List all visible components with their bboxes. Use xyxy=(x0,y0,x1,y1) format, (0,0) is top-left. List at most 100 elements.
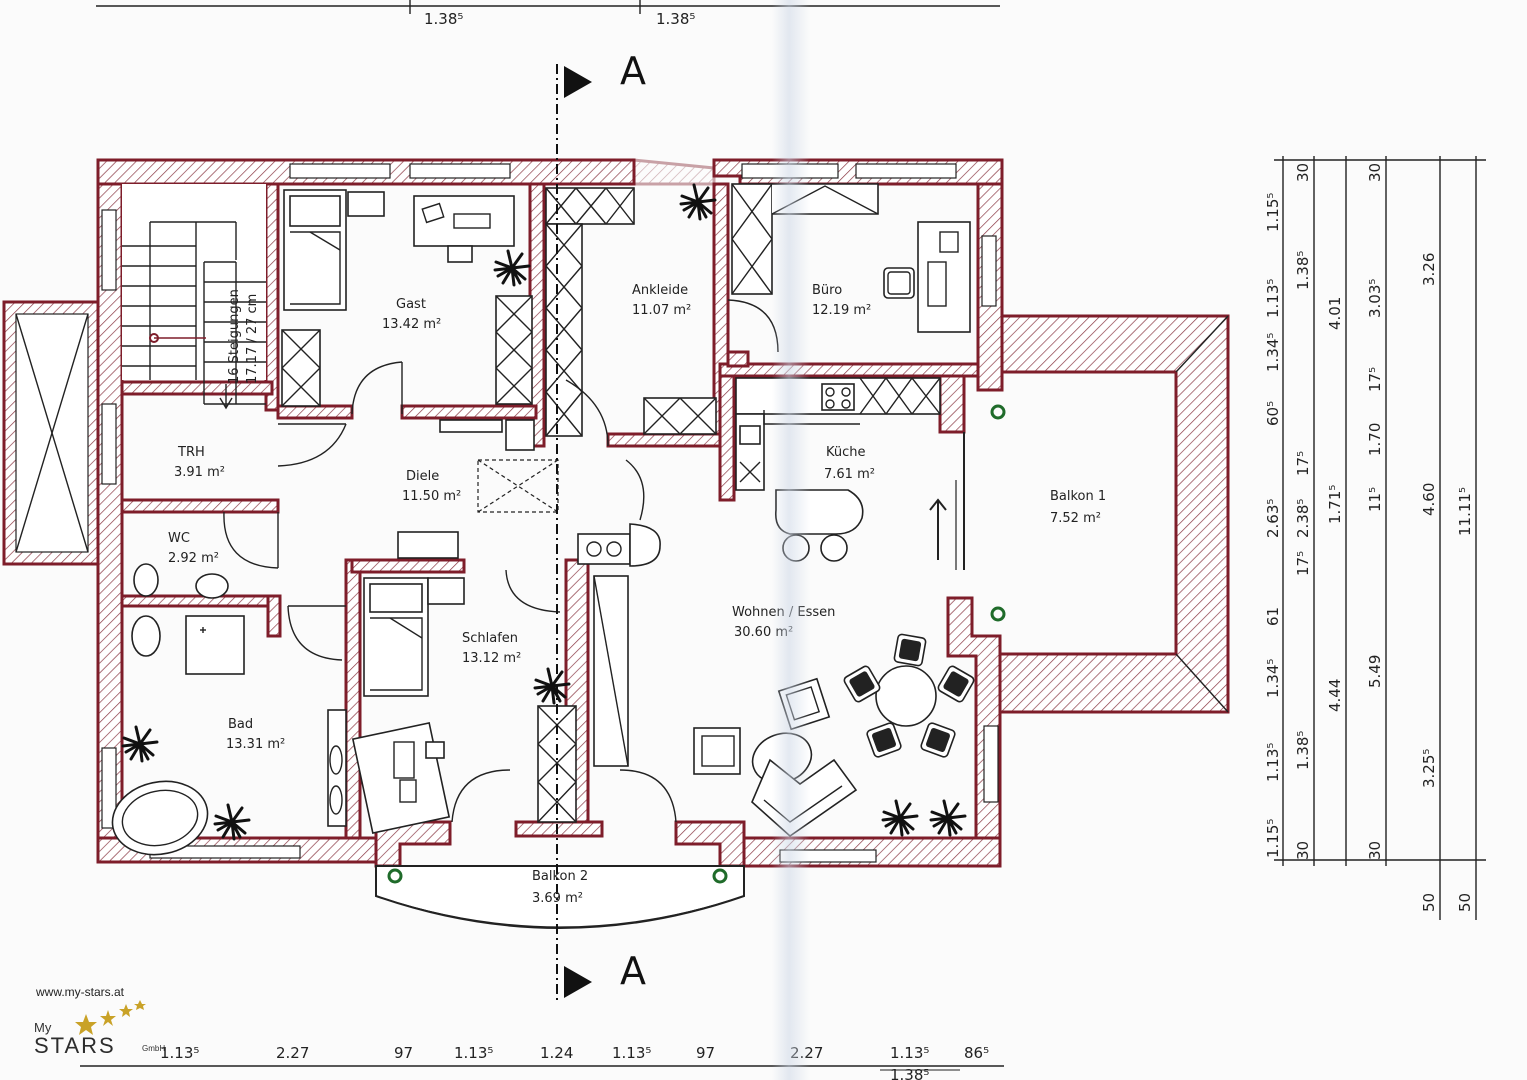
dim-top-2: 1.38⁵ xyxy=(656,10,695,28)
dim-right: 1.70 xyxy=(1366,423,1384,456)
room-name-trh: TRH xyxy=(177,445,205,460)
dim-right: 1.71⁵ xyxy=(1326,485,1344,524)
dim-right: 1.15⁵ xyxy=(1264,193,1282,232)
dim-right: 5.49 xyxy=(1366,655,1384,688)
dim-right: 50 xyxy=(1456,893,1474,912)
dim-right: 3.26 xyxy=(1420,253,1438,286)
dimension-top: 1.38⁵ 1.38⁵ xyxy=(96,0,1000,28)
dim-right: 60⁵ xyxy=(1264,401,1282,426)
room-name-buero: Büro xyxy=(812,283,842,298)
room-area-diele: 11.50 m² xyxy=(402,489,461,504)
room-name-kueche: Küche xyxy=(826,445,866,460)
plant-icon xyxy=(533,667,571,705)
room-name-bad: Bad xyxy=(228,717,253,732)
logo-url[interactable]: www.my-stars.at xyxy=(36,985,125,999)
dim-right: 1.13⁵ xyxy=(1264,743,1282,782)
room-area-kueche: 7.61 m² xyxy=(824,467,875,482)
plant-icon xyxy=(121,725,159,763)
schlafen-bed xyxy=(363,577,465,697)
room-name-ankleide: Ankleide xyxy=(632,283,688,298)
dimension-bottom: 1.13⁵ 2.27 97 1.13⁵ 1.24 1.13⁵ 97 2.27 1… xyxy=(80,1044,1004,1080)
section-marker-bottom: A xyxy=(620,949,646,993)
dim-right: 4.01 xyxy=(1326,297,1344,330)
dim-right: 30 xyxy=(1294,841,1312,860)
dim-right: 1.38⁵ xyxy=(1294,251,1312,290)
balcony-left-rail xyxy=(2,300,104,566)
sliding-door xyxy=(929,432,965,570)
dim-right: 3.25⁵ xyxy=(1420,749,1438,788)
dim-right: 11.11⁵ xyxy=(1456,487,1474,536)
fireplace xyxy=(577,523,661,767)
dim-right: 4.44 xyxy=(1326,679,1344,712)
room-name-schlafen: Schlafen xyxy=(462,631,518,646)
dim-right: 1.13⁵ xyxy=(1264,279,1282,318)
wc-fixtures xyxy=(133,563,229,599)
room-area-bad: 13.31 m² xyxy=(226,737,285,752)
room-area-balkon-1: 7.52 m² xyxy=(1050,511,1101,526)
room-name-balkon-1: Balkon 1 xyxy=(1050,489,1106,504)
dim-right: 50 xyxy=(1420,893,1438,912)
plant-icon xyxy=(679,183,717,221)
room-area-schlafen: 13.12 m² xyxy=(462,651,521,666)
dim-bottom: 1.13⁵ xyxy=(890,1044,929,1062)
post-marker xyxy=(990,404,1006,420)
company-logo[interactable]: www.my-stars.at My STARS GmbH xyxy=(30,982,210,1062)
dim-right: 1.38⁵ xyxy=(1294,731,1312,770)
post-marker xyxy=(990,606,1006,622)
dim-right: 1.15⁵ xyxy=(1264,819,1282,858)
dim-bottom: 1.24 xyxy=(540,1044,573,1062)
dim-top-1: 1.38⁵ xyxy=(424,10,463,28)
room-name-gast: Gast xyxy=(396,297,426,312)
dim-right: 1.34⁵ xyxy=(1264,659,1282,698)
room-area-balkon-2: 3.69 m² xyxy=(532,891,583,906)
bad-fixtures xyxy=(111,615,347,856)
room-area-ankleide: 11.07 m² xyxy=(632,303,691,318)
stair-label: 16 Steigungen xyxy=(227,289,242,384)
logo-suffix: GmbH xyxy=(142,1044,166,1053)
dim-right: 2.38⁵ xyxy=(1294,499,1312,538)
dim-bottom: 2.27 xyxy=(276,1044,309,1062)
room-area-trh: 3.91 m² xyxy=(174,465,225,480)
gast-wardrobe xyxy=(281,295,533,407)
dining-set xyxy=(842,632,976,759)
dim-bottom: 1.13⁵ xyxy=(612,1044,651,1062)
dim-bottom: 2.27 xyxy=(790,1044,823,1062)
section-marker-top: A xyxy=(620,49,646,93)
dim-right: 11⁵ xyxy=(1366,487,1384,512)
room-area-gast: 13.42 m² xyxy=(382,317,441,332)
dim-bottom: 1.13⁵ xyxy=(454,1044,493,1062)
dimension-right xyxy=(1274,156,1486,920)
bench xyxy=(397,531,459,559)
stars-icon xyxy=(75,1000,146,1035)
buero-furniture xyxy=(731,183,971,333)
dim-right: 17⁵ xyxy=(1294,551,1312,576)
logo-prefix: My xyxy=(34,1020,52,1035)
shelf xyxy=(439,419,503,433)
dim-bottom-2: 1.38⁵ xyxy=(890,1066,929,1080)
dim-right: 30 xyxy=(1294,163,1312,182)
dim-right: 2.63⁵ xyxy=(1264,499,1282,538)
stair-spec: 17.17 / 27 cm xyxy=(245,294,260,384)
interior-walls xyxy=(120,182,980,840)
room-name-wohnen-essen: Wohnen / Essen xyxy=(732,605,835,620)
dimension-right-labels: 1.15⁵ 1.13⁵ 1.34⁵ 60⁵ 2.63⁵ 61 1.34⁵ 1.1… xyxy=(1264,163,1474,912)
dim-right: 30 xyxy=(1366,841,1384,860)
dim-right: 4.60 xyxy=(1420,483,1438,516)
room-area-wohnen-essen: 30.60 m² xyxy=(734,625,793,640)
dim-bottom: 86⁵ xyxy=(964,1044,989,1062)
room-name-diele: Diele xyxy=(406,469,439,484)
room-area-buero: 12.19 m² xyxy=(812,303,871,318)
room-area-wc: 2.92 m² xyxy=(168,551,219,566)
dim-right: 30 xyxy=(1366,163,1384,182)
dim-bottom: 1.13⁵ xyxy=(160,1044,199,1062)
plant-icon xyxy=(881,799,919,837)
kueche-furniture xyxy=(735,377,941,562)
balcony-1-rail xyxy=(998,314,1230,714)
plant-icon xyxy=(213,803,251,841)
skylight xyxy=(477,459,559,513)
ankleide-wardrobes xyxy=(545,187,717,437)
dim-right: 3.03⁵ xyxy=(1366,279,1384,318)
dim-bottom: 97 xyxy=(696,1044,715,1062)
dim-right: 17⁵ xyxy=(1294,451,1312,476)
